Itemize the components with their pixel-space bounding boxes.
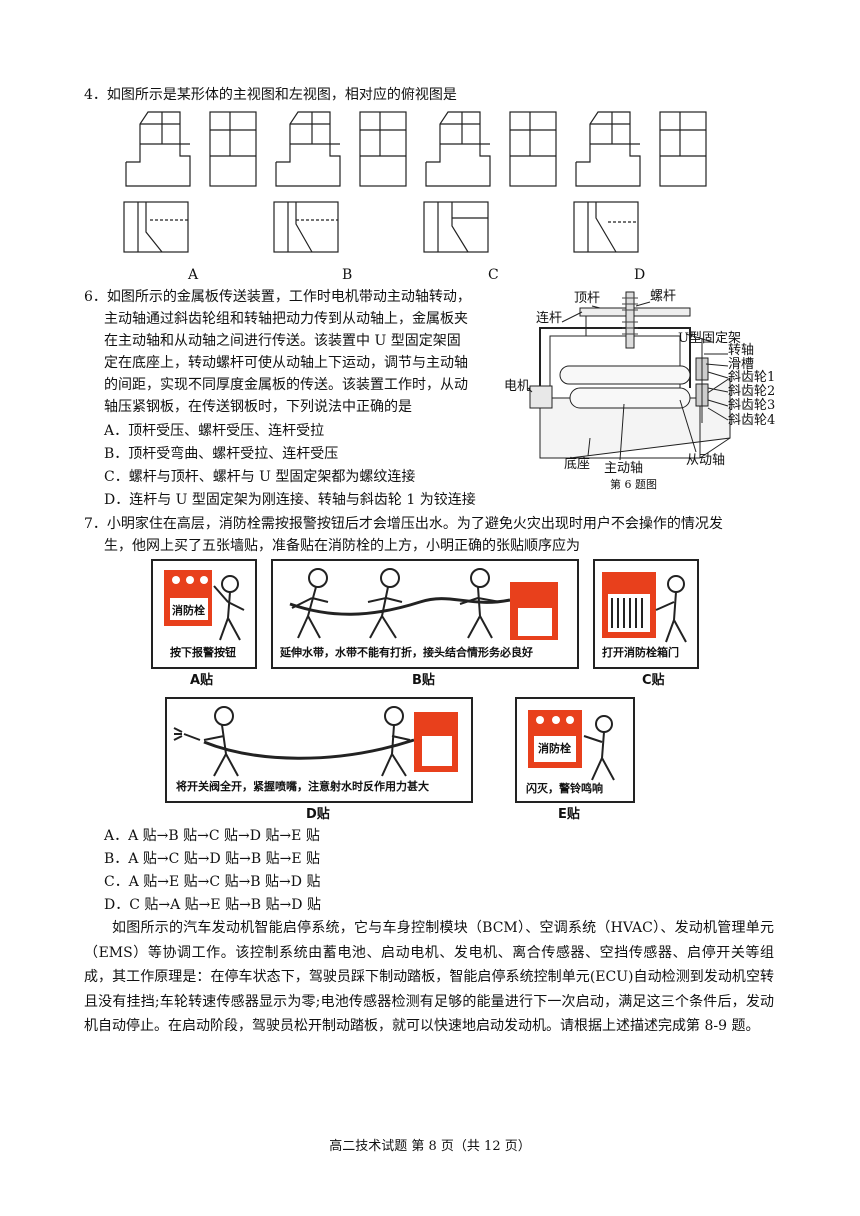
q6-option-b: B．顶杆受弯曲、螺杆受拉、连杆受压 [104, 446, 339, 462]
q4-option-b: B [342, 267, 353, 283]
label-huacao: 滑槽 [728, 357, 754, 372]
q7-stem-line-2: 生，他网上买了五张墙贴，准备贴在消防栓的上方，小明正确的张贴顺序应为 [104, 538, 580, 554]
label-gear1: 斜齿轮1 [728, 370, 775, 385]
sticker-c-caption: 打开消防栓箱门 [602, 645, 679, 659]
q4-stem: 4．如图所示是某形体的主视图和左视图，相对应的俯视图是 [84, 87, 457, 103]
q7-stem-line-1: 7．小明家住在高层，消防栓需按报警按钮后才会增压出水。为了避免火灾出现时用户不会… [84, 516, 723, 532]
label-liangan: 连杆 [536, 310, 562, 326]
q6-option-d: D．连杆与 U 型固定架为刚连接、转轴与斜齿轮 1 为铰连接 [104, 492, 476, 508]
label-gear2: 斜齿轮2 [728, 384, 775, 399]
q6-figure: 顶杆 螺杆 连杆 U型固定架 转轴 滑槽 斜齿轮1 斜齿轮2 斜齿轮3 斜齿轮4… [504, 289, 775, 491]
label-gear4: 斜齿轮4 [728, 413, 775, 428]
q6-stem-line-6: 轴压紧钢板，在传送钢板时，下列说法中正确的是 [104, 399, 412, 415]
q6-stem-line-1: 6．如图所示的金属板传送装置，工作时电机带动主动轴转动， [84, 289, 471, 305]
q4-option-d: D [634, 267, 646, 283]
q4-figure [123, 111, 707, 253]
sticker-d-name: D贴 [306, 806, 330, 822]
label-ujia: U型固定架 [678, 331, 741, 346]
q4-option-c: C [488, 267, 499, 283]
label-congdong: 从动轴 [686, 453, 725, 468]
sticker-a-box-label: 消防栓 [172, 603, 205, 617]
sticker-a-caption: 按下报警按钮 [170, 645, 236, 659]
label-dinggan: 顶杆 [574, 291, 600, 306]
sticker-a-name: A贴 [190, 672, 213, 688]
label-dizuo: 底座 [564, 456, 590, 472]
q7-option-c: C．A 贴→E 贴→C 贴→B 贴→D 贴 [104, 874, 321, 890]
sticker-c-name: C贴 [642, 672, 665, 688]
q7-option-b: B．A 贴→C 贴→D 贴→B 贴→E 贴 [104, 851, 321, 867]
q7-option-d: D．C 贴→A 贴→E 贴→B 贴→D 贴 [104, 897, 321, 913]
q7-stickers-row1: 按下报警按钮 消防栓 延伸水带，水带不能有打折，接头结合情形务必良好 打开消防栓… [151, 559, 699, 688]
q6-caption: 第 6 题图 [610, 477, 657, 491]
label-zhuanzhou: 转轴 [728, 343, 754, 358]
passage-8-9: 如图所示的汽车发动机智能启停系统，它与车身控制模块（BCM）、空调系统（HVAC… [84, 920, 774, 1034]
label-zhudong: 主动轴 [604, 461, 643, 476]
q6-stem-line-4: 定在底座上，转动螺杆可使从动轴上下运动，调节与主动轴 [104, 355, 468, 371]
sticker-b-caption: 延伸水带，水带不能有打折，接头结合情形务必良好 [279, 645, 533, 659]
sticker-e-name: E贴 [558, 806, 580, 822]
q6-stem-line-5: 的间距，实现不同厚度金属板的传送。该装置工作时，从动 [104, 377, 468, 393]
q6-option-a: A．顶杆受压、螺杆受压、连杆受拉 [104, 423, 325, 439]
q6-option-c: C．螺杆与顶杆、螺杆与 U 型固定架都为螺纹连接 [104, 469, 416, 485]
sticker-e-caption: 闪灭，警铃鸣响 [526, 781, 603, 795]
q6-stem-line-2: 主动轴通过斜齿轮组和转轴把动力传到从动轴上，金属板夹 [104, 311, 468, 327]
q6-stem-line-3: 在主动轴和从动轴之间进行传送。该装置中 U 型固定架固 [104, 333, 461, 349]
q7-option-a: A．A 贴→B 贴→C 贴→D 贴→E 贴 [104, 828, 320, 844]
sticker-d-caption: 将开关阀全开，紧握喷嘴，注意射水时反作用力甚大 [176, 779, 429, 793]
sticker-e-box-label: 消防栓 [538, 741, 571, 755]
page-footer: 高二技术试题 第 8 页（共 12 页） [329, 1139, 531, 1154]
q4-option-a: A [188, 267, 199, 283]
q7-stickers-row2: 将开关阀全开，紧握喷嘴，注意射水时反作用力甚大 消防栓 闪灭，警铃鸣响 D贴 E… [165, 697, 635, 822]
label-dianji: 电机 [504, 379, 530, 394]
sticker-b-name: B贴 [412, 672, 435, 688]
label-gear3: 斜齿轮3 [728, 398, 775, 413]
label-luogan: 螺杆 [650, 289, 676, 304]
